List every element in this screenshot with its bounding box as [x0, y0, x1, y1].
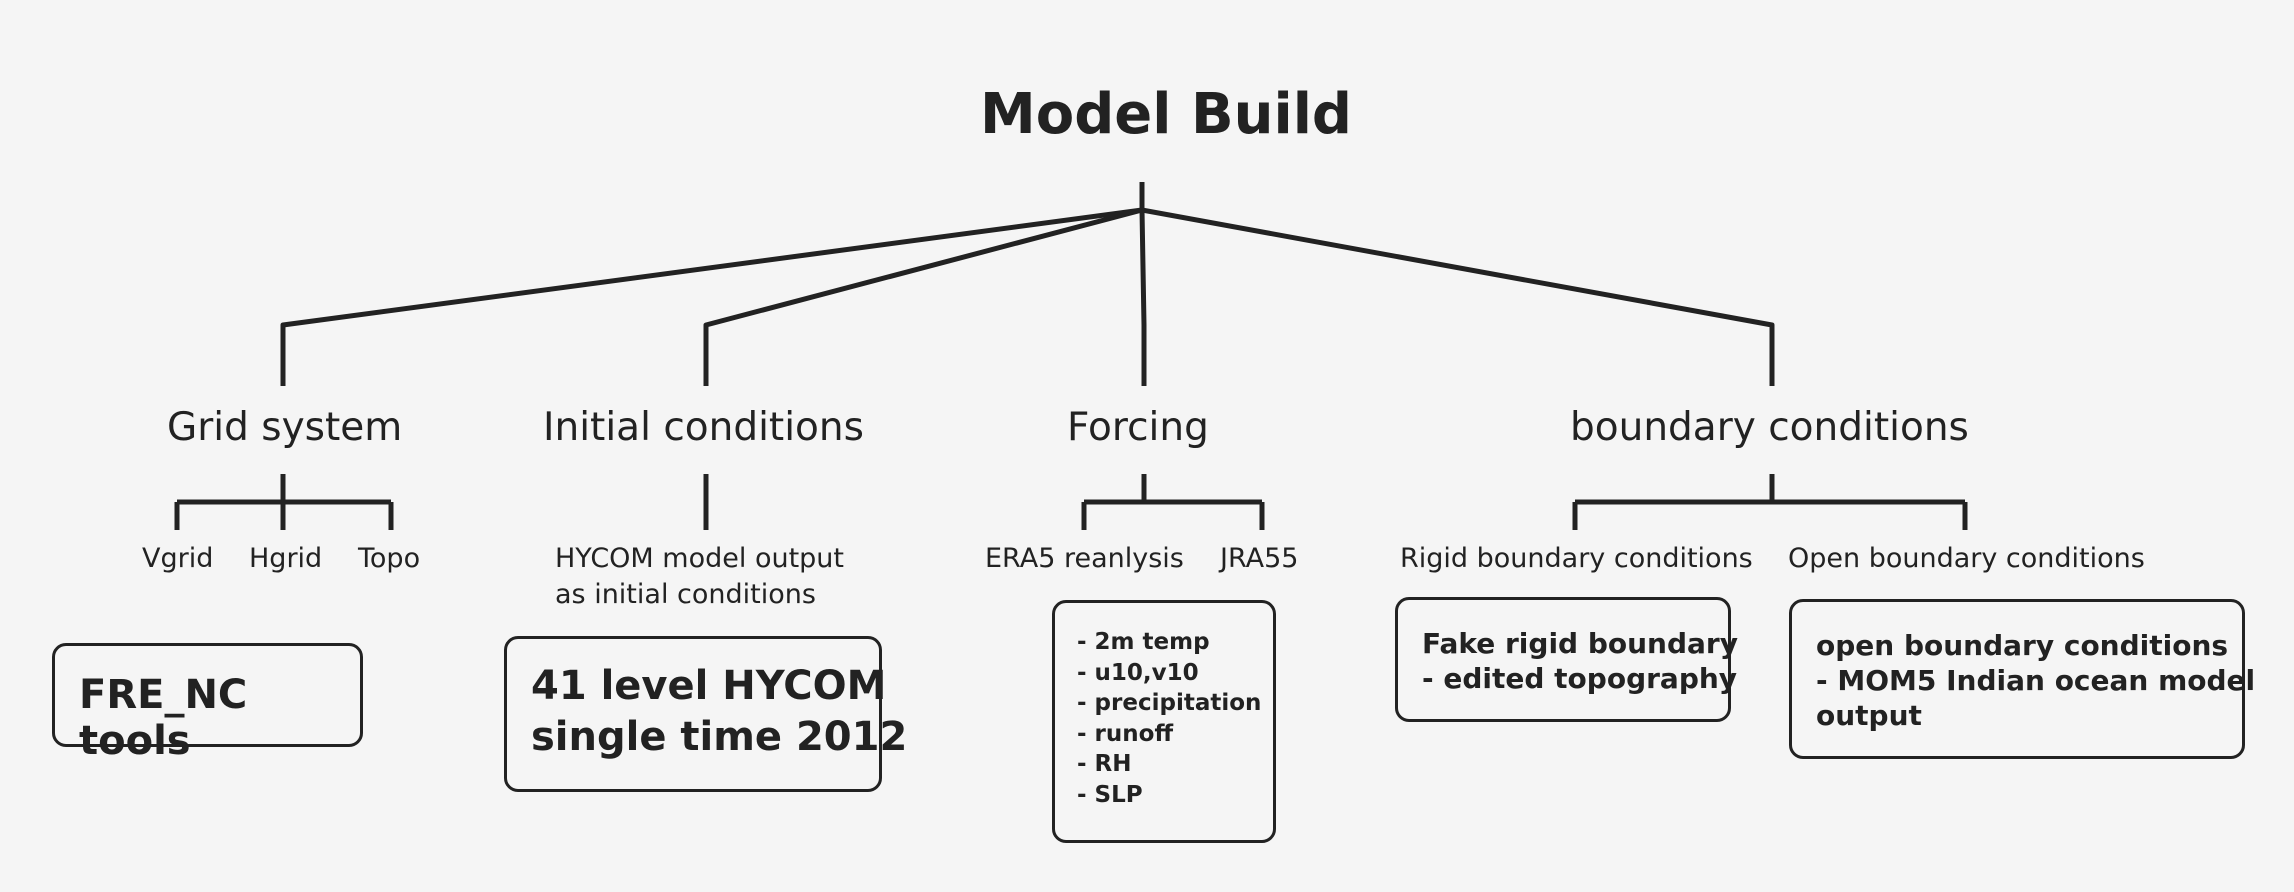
connector-boundary [1141, 207, 1775, 386]
boundary-subtree [1572, 474, 1968, 530]
leaf-hgrid[interactable]: Hgrid [249, 543, 323, 574]
rigid-boundary-note[interactable]: Fake rigid boundary - edited topography [1395, 597, 1738, 722]
rigid-boundary-label: Fake rigid boundary - edited topography [1422, 627, 1738, 695]
fre-nc-tools-label: FRE_NC tools [79, 672, 248, 764]
leaf-topo[interactable]: Topo [358, 543, 421, 574]
hycom-initial-note[interactable]: 41 level HYCOM single time 2012 [504, 636, 908, 792]
leaf-rigid-boundary[interactable]: Rigid boundary conditions [1400, 543, 1753, 574]
forcing-topic[interactable]: Forcing [1067, 405, 1209, 450]
fre-nc-tools-note[interactable]: FRE_NC tools [52, 643, 363, 764]
forcing-variables-label: - 2m temp - u10,v10 - precipitation - ru… [1077, 629, 1262, 808]
boundary-conditions-topic[interactable]: boundary conditions [1570, 405, 1969, 450]
forcing-variables-note[interactable]: - 2m temp - u10,v10 - precipitation - ru… [1052, 600, 1276, 843]
grid-subtree [174, 474, 394, 530]
initial-conditions-topic[interactable]: Initial conditions [543, 405, 864, 450]
hycom-initial-label: 41 level HYCOM single time 2012 [531, 663, 908, 761]
leaf-vgrid[interactable]: Vgrid [142, 543, 214, 574]
leaf-era5[interactable]: ERA5 reanlysis [985, 543, 1184, 574]
leaf-jra55[interactable]: JRA55 [1220, 543, 1299, 574]
connector-initial [703, 207, 1143, 386]
open-boundary-note[interactable]: open boundary conditions - MOM5 Indian o… [1789, 599, 2256, 759]
forcing-subtree [1081, 474, 1265, 530]
grid-system-topic[interactable]: Grid system [167, 405, 403, 450]
connector-grid [280, 207, 1143, 386]
leaf-open-boundary[interactable]: Open boundary conditions [1788, 543, 2145, 574]
root-topic[interactable]: Model Build [980, 82, 1352, 147]
leaf-hycom-output[interactable]: HYCOM model output as initial conditions [555, 543, 845, 610]
connector-forcing [1139, 209, 1147, 386]
open-boundary-label: open boundary conditions - MOM5 Indian o… [1816, 629, 2256, 732]
